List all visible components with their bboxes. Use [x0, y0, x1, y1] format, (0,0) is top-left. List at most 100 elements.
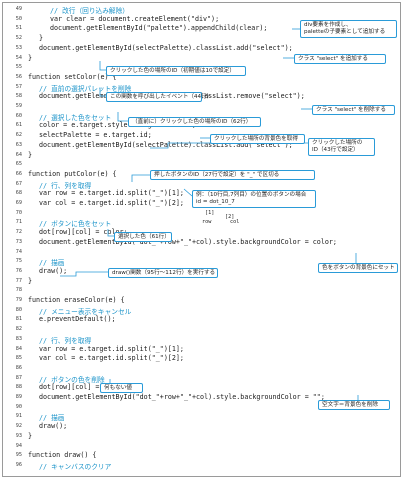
line-number: 78: [15, 287, 22, 294]
line-number: 56: [15, 73, 22, 80]
line-number: 79: [15, 297, 22, 303]
callout-draw: draw()関数（95行～112行）を実行する: [108, 268, 218, 278]
code-line: }: [39, 34, 44, 43]
code-comment: // 行、列を取得: [39, 181, 92, 190]
split-index-2: [2]: [225, 214, 235, 220]
line-number: 62: [15, 132, 22, 139]
split-col-label: col: [230, 219, 240, 225]
line-number: 89: [15, 394, 22, 400]
code-line: var row = e.target.id.split("_")[1];: [39, 344, 184, 353]
line-number: 66: [15, 170, 22, 177]
line-number: 95: [15, 452, 22, 459]
callout-remove-select: クラス "select" を削除する: [312, 105, 395, 115]
line-number: 86: [15, 364, 22, 371]
code-line: var clear = document.createElement("div"…: [50, 14, 220, 23]
code-comment: // 描画: [39, 414, 65, 423]
line-number: 93: [15, 432, 22, 439]
callout-clicked-id: クリックした場所の ID（43行で設定）: [308, 138, 375, 156]
line-number: 55: [15, 64, 22, 71]
line-number: 92: [15, 423, 22, 430]
code-line: }: [28, 53, 33, 62]
line-number: 84: [15, 345, 22, 352]
line-number: 96: [15, 461, 22, 468]
line-number: 49: [15, 6, 22, 12]
line-number: 53: [15, 44, 22, 51]
code-line: document.getElementById("dot_"+row+"_"+c…: [39, 393, 325, 401]
code-line: function putColor(e) {: [28, 169, 117, 178]
callout-empty-string: 空文字＝背景色を削除: [318, 400, 390, 410]
callout-selected-color: 選択した色（61行）: [114, 232, 172, 242]
callout-set-color: 色をボタンの背景色にセット: [318, 263, 398, 273]
code-line: function draw() {: [28, 451, 97, 460]
code-line: document.getElementById("dot_"+row+"_"+c…: [39, 237, 337, 246]
line-number: 51: [15, 25, 22, 32]
line-number: 68: [15, 190, 22, 197]
code-line: }: [28, 431, 33, 440]
code-line: draw();: [39, 422, 68, 431]
line-number: 52: [15, 35, 22, 42]
line-number: 58: [15, 93, 22, 100]
code-line: var col = e.target.id.split("_")[2];: [39, 199, 184, 207]
line-number: 74: [15, 248, 22, 255]
line-number: 72: [15, 229, 22, 236]
code-line: var col = e.target.id.split("_")[2];: [39, 354, 184, 363]
callout-palette-id: クリックした色の場所のID（初期値は10で設定）: [106, 66, 246, 76]
code-line: }: [28, 150, 33, 159]
code-comment: // ボタンに色をセット: [39, 220, 112, 229]
code-comment: // 選択した色をセット: [39, 113, 112, 122]
line-number: 80: [15, 306, 22, 313]
line-number: 87: [15, 374, 22, 381]
callout-null: 何もない値: [100, 383, 143, 393]
line-number: 64: [15, 151, 22, 158]
code-line: function eraseColor(e) {: [28, 296, 125, 304]
line-number: 67: [15, 180, 22, 187]
code-line: }: [28, 276, 33, 285]
code-line: document.getElementById("palette").appen…: [50, 24, 268, 33]
line-number: 81: [15, 316, 22, 323]
code-comment: // 改行（回り込み解除）: [50, 7, 129, 15]
code-comment: // メニュー表示をキャンセル: [39, 307, 132, 316]
line-number: 57: [15, 83, 22, 90]
code-comment: // 直前の選択パレットを削除: [39, 84, 132, 93]
code-line: function setColor(e) {: [28, 72, 117, 81]
line-number: 91: [15, 413, 22, 420]
line-number: 88: [15, 384, 22, 391]
callout-add-select: クラス "select" を追加する: [294, 54, 386, 64]
callout-event: この関数を呼び出したイベント（44行）: [106, 92, 212, 102]
split-row-label: row: [202, 219, 212, 225]
line-number: 90: [15, 403, 22, 410]
callout-example-id: 例：（10行目,7列目）の位置のボタンの場合 id = dot_10_7: [192, 190, 316, 208]
line-number: 50: [15, 15, 22, 22]
callout-split: 押したボタンのID（27行で設定）を "_" で区切る: [150, 170, 315, 180]
callout-bgcolor: クリックした場所の背景色を取得: [210, 134, 305, 144]
code-line: selectPalette = e.target.id;: [39, 131, 152, 140]
line-number: 73: [15, 238, 22, 245]
callout-create-div: div要素を作成し、 paletteの子要素として追加する: [300, 20, 397, 38]
code-comment: // ボタンの色を削除: [39, 375, 105, 384]
code-comment: // 行、列を取得: [39, 336, 92, 345]
line-number: 60: [15, 112, 22, 119]
line-number: 69: [15, 200, 22, 206]
line-number: 75: [15, 258, 22, 265]
code-line: draw();: [39, 266, 68, 275]
line-number: 54: [15, 54, 22, 61]
line-number: 63: [15, 141, 22, 148]
figure-frame: [2, 2, 401, 477]
code-line: var row = e.target.id.split("_")[1];: [39, 189, 184, 198]
code-line: e.preventDefault();: [39, 315, 116, 324]
line-number: 82: [15, 326, 22, 333]
callout-prev-id: （直前に）クリックした色の場所のID（62行）: [128, 117, 261, 127]
line-number: 85: [15, 355, 22, 362]
code-line: document.getElementById(selectPalette).c…: [39, 43, 293, 52]
line-number: 65: [15, 161, 22, 168]
line-number: 83: [15, 335, 22, 342]
code-comment: // キャンバスのクリア: [39, 462, 112, 471]
line-number: 71: [15, 219, 22, 226]
line-number: 76: [15, 267, 22, 274]
line-number: 61: [15, 122, 22, 129]
split-index-1: [1]: [205, 210, 215, 216]
line-number: 94: [15, 442, 22, 449]
line-number: 59: [15, 103, 22, 109]
code-comment: // 描画: [39, 259, 65, 268]
line-number: 70: [15, 209, 22, 216]
